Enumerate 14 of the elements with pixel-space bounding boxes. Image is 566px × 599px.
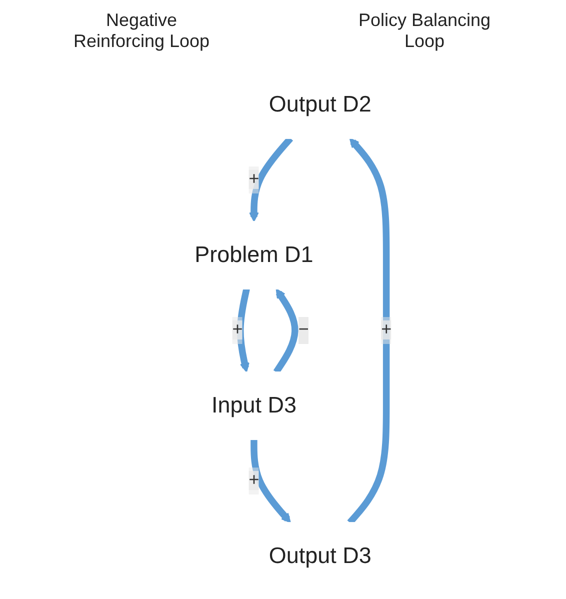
- edge-label: −: [298, 320, 309, 340]
- loop-label: Policy Balancing Loop: [357, 10, 492, 52]
- edge-label: +: [232, 320, 243, 340]
- node-text: Output D3: [268, 544, 372, 569]
- edge-label: +: [248, 170, 260, 189]
- edge-label: +: [381, 320, 392, 340]
- arrow: [250, 439, 291, 524]
- loop-label: Negative Reinforcing Loop: [72, 10, 211, 52]
- arrow: [237, 288, 250, 373]
- arrow: [273, 288, 298, 374]
- node-text: Output D2: [268, 92, 372, 118]
- node-text: Input D3: [212, 393, 296, 418]
- edge-label: +: [248, 470, 260, 490]
- node-text: Problem D1: [194, 242, 314, 268]
